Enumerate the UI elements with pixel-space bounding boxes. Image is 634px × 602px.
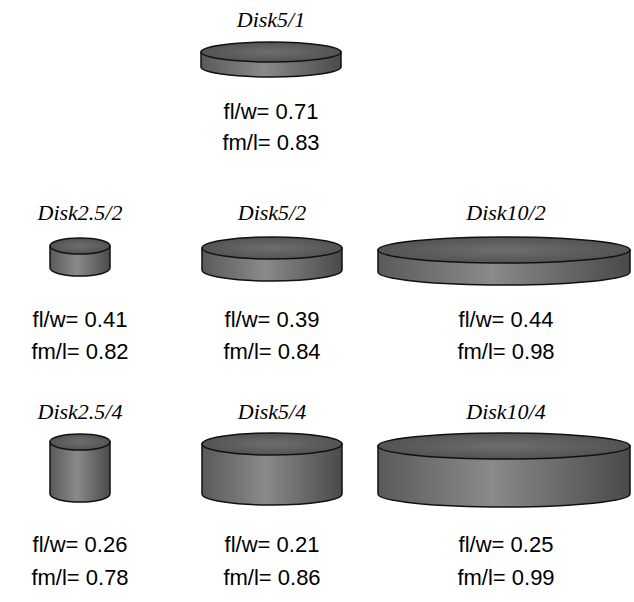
disk-node: Disk2.5/4 fl/w= 0.26 fm/l= 0.78 xyxy=(5,396,155,594)
ratio-value: fm/l= 0.86 xyxy=(223,565,320,591)
disk-top xyxy=(378,237,630,263)
disk-node: Disk2.5/2 fl/w= 0.41 fm/l= 0.82 xyxy=(5,197,155,368)
disk-node: Disk5/2 fl/w= 0.39 fm/l= 0.84 xyxy=(187,197,357,368)
ratio-value: fm/l= 0.83 xyxy=(222,130,319,156)
ratio-value: fm/l= 0.98 xyxy=(457,339,554,365)
ratio-value: fm/l= 0.82 xyxy=(31,339,128,365)
ratio-value: fl/w= 0.41 xyxy=(33,307,128,333)
disk-top xyxy=(202,237,342,259)
disk-name: Disk5/4 xyxy=(238,399,306,425)
ratio-value: fm/l= 0.78 xyxy=(31,565,128,591)
disk-node: Disk10/2 fl/w= 0.44 fm/l= 0.98 xyxy=(396,197,616,368)
disk-node: Disk10/4 fl/w= 0.25 fm/l= 0.99 xyxy=(396,396,616,594)
disk-node: Disk5/4 fl/w= 0.21 fm/l= 0.86 xyxy=(187,396,357,594)
disk-top xyxy=(378,433,630,459)
ratio-value: fl/w= 0.44 xyxy=(459,307,554,333)
ratio-value: fl/w= 0.39 xyxy=(225,307,320,333)
ratio-value: fm/l= 0.99 xyxy=(457,565,554,591)
disk-name: Disk2.5/4 xyxy=(38,399,123,425)
ratio-value: fl/w= 0.25 xyxy=(459,532,554,558)
ratio-value: fl/w= 0.26 xyxy=(33,532,128,558)
disk-name: Disk10/4 xyxy=(466,399,545,425)
disk-name: Disk5/2 xyxy=(238,200,306,226)
ratio-value: fl/w= 0.21 xyxy=(225,532,320,558)
disk-top xyxy=(201,42,341,62)
ratio-value: fm/l= 0.84 xyxy=(223,339,320,365)
disk-node: Disk5/1 fl/w= 0.71 fm/l= 0.83 xyxy=(171,4,371,159)
disk-name: Disk5/1 xyxy=(237,7,305,33)
disk-name: Disk10/2 xyxy=(466,200,545,226)
disk-top xyxy=(202,433,342,455)
disk-side xyxy=(50,442,110,502)
disk-top xyxy=(50,238,110,254)
disk-top xyxy=(50,434,110,450)
ratio-value: fl/w= 0.71 xyxy=(224,99,319,125)
disk-name: Disk2.5/2 xyxy=(38,200,123,226)
